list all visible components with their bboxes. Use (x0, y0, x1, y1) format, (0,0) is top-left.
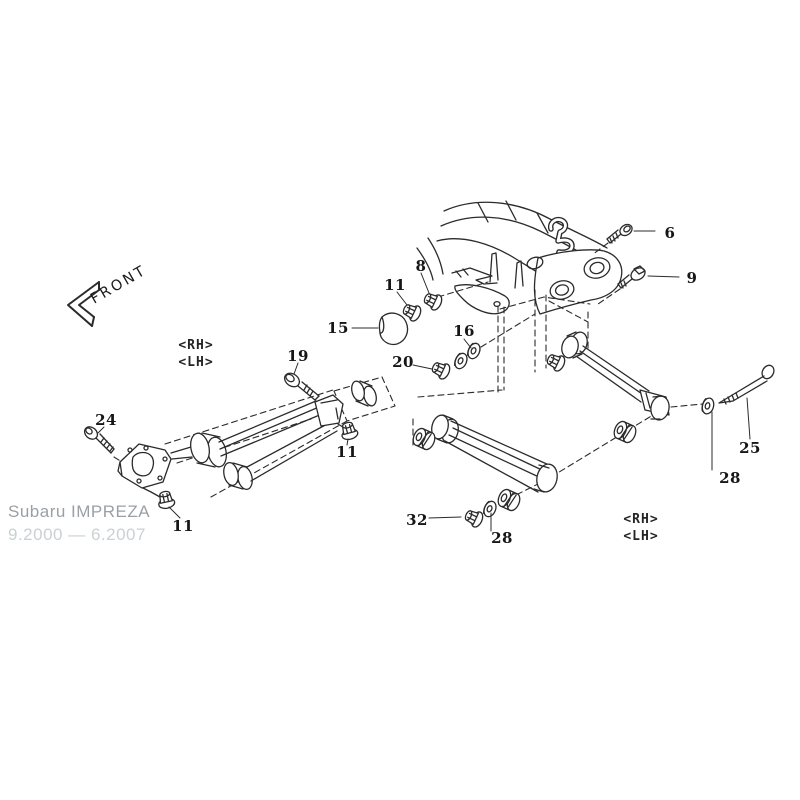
rear-lateral-link (561, 331, 670, 421)
leader-16 (463, 338, 472, 349)
leader-11-top (396, 291, 408, 306)
part-label-11-top: 11 (384, 276, 406, 294)
watermark-years: 9.2000 — 6.2007 (8, 525, 146, 544)
bolt-6 (606, 223, 633, 244)
washer-28-right (699, 396, 717, 416)
part-label-24: 24 (95, 411, 117, 429)
side-label-left: <RH> <LH> (178, 337, 213, 371)
nut-8 (421, 289, 445, 313)
bolt-25 (718, 364, 775, 405)
link-clevis (314, 394, 347, 430)
leader-32 (428, 516, 462, 519)
side-label-left-rh: <RH> (178, 338, 214, 353)
front-lateral-link (431, 414, 558, 493)
side-label-right-rh: <RH> (623, 512, 659, 527)
leader-20 (412, 364, 433, 370)
part-label-28-right: 28 (719, 469, 741, 487)
leader-8 (420, 272, 430, 294)
bolt-9 (617, 265, 646, 289)
floating-bushing (351, 380, 377, 407)
bolt-24 (83, 426, 115, 454)
nut-11-left (155, 489, 177, 511)
lateral-link-rods (218, 400, 338, 482)
bolt-19 (283, 372, 320, 401)
part-label-9: 9 (686, 269, 698, 287)
leader-9 (647, 275, 680, 278)
part-label-11-mid: 11 (336, 443, 358, 461)
cap-15 (378, 312, 409, 346)
side-label-left-lh: <LH> (178, 355, 214, 370)
side-label-right-lh: <LH> (623, 529, 659, 544)
link-bushing-small (223, 462, 253, 490)
part-label-8: 8 (415, 257, 427, 275)
link-bushing-large (170, 432, 227, 468)
part-label-15: 15 (327, 319, 349, 337)
part-label-20: 20 (392, 353, 414, 371)
bushing-rear-link (611, 418, 639, 446)
part-label-28-bottom: 28 (491, 529, 513, 547)
hanger-hook-icon (547, 216, 575, 262)
right-link-assembly (351, 223, 775, 532)
subframe-plate (526, 249, 623, 315)
part-label-32: 32 (406, 511, 428, 529)
part-label-16: 16 (453, 322, 475, 340)
trailing-bracket (117, 443, 172, 498)
part-label-6: 6 (664, 224, 676, 242)
leader-19 (293, 362, 299, 375)
nut-20 (429, 358, 453, 382)
part-label-19: 19 (287, 347, 309, 365)
left-link-assembly (83, 362, 377, 519)
washer-28-bottom (481, 498, 499, 520)
bushing-front-link-outer (495, 486, 523, 514)
leader-11-left (168, 506, 181, 519)
part-label-11-left: 11 (172, 517, 194, 535)
link-mount-bracket (451, 252, 524, 315)
watermark-model: Subaru IMPREZA (8, 502, 151, 521)
front-arrow-icon (67, 281, 100, 327)
leader-25 (746, 397, 751, 440)
front-direction-label: FRONT (88, 263, 150, 308)
part-label-25: 25 (739, 439, 761, 457)
leader-11-mid (346, 438, 349, 446)
side-label-right: <RH> <LH> (623, 511, 658, 545)
leader-24 (97, 426, 105, 434)
subframe-drawing (416, 200, 623, 315)
nut-32 (462, 506, 486, 530)
washer-16-a (452, 350, 470, 372)
